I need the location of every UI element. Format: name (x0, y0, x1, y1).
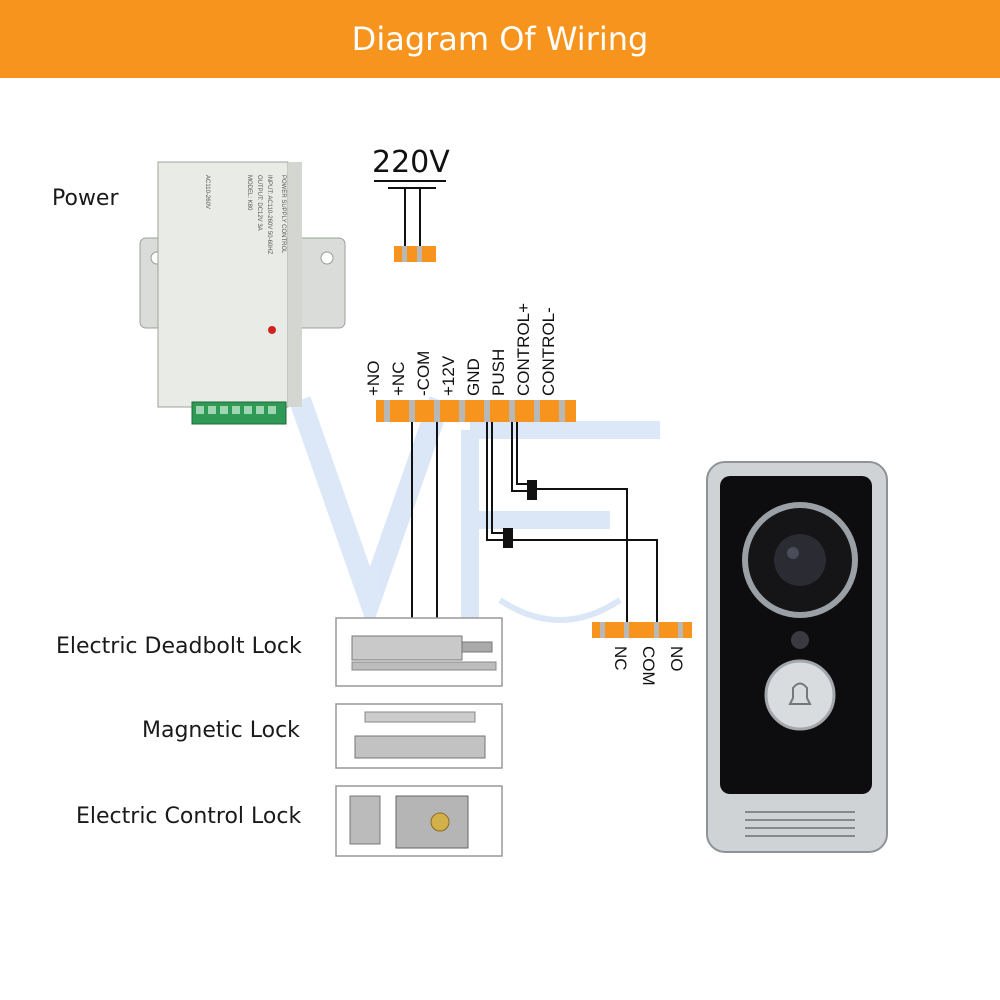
terminal-label-push: PUSH (489, 349, 508, 396)
doorbell-terminal-com: COM (639, 646, 658, 686)
wire-gnd (486, 422, 503, 541)
voltage-label: 220V (372, 145, 450, 180)
bell-icon (788, 682, 812, 705)
wire-gnd-to-doorbell (513, 539, 658, 622)
deadbolt-lock-image (335, 617, 503, 687)
power-label: Power (52, 186, 119, 211)
doorbell-button-icon (764, 659, 836, 731)
magnetic-lock-image (335, 703, 503, 769)
psu-line-input: INPUT: AC110-260V 50-60HZ (266, 175, 272, 255)
psu-title: POWER SUPPLY CONTROL (280, 175, 286, 254)
terminal-label-com: -COM (414, 351, 433, 396)
psu-line-model: MODEL: K80 (246, 175, 252, 211)
terminal-label-control-plus: CONTROL+ (514, 303, 533, 396)
ac-input-220v: 220V (372, 145, 450, 262)
sensor-icon (791, 631, 809, 649)
wires (411, 422, 658, 622)
psu-line-ac: AC110-260V (204, 175, 210, 209)
doorbell-terminal-nc: NC (611, 646, 630, 671)
camera-lens-icon (774, 534, 826, 586)
psu-terminal-strip (376, 400, 576, 422)
terminal-label-12v: +12V (439, 355, 458, 396)
header-bar: Diagram Of Wiring (0, 0, 1000, 78)
psu-line-output: OUTPUT: DC12V 3A (256, 175, 262, 231)
terminal-label-gnd: GND (464, 358, 483, 396)
terminal-label-no: +NO (364, 361, 383, 396)
doorbell-terminal-no: NO (667, 646, 686, 672)
power-supply-device: POWER SUPPLY CONTROL INPUT: AC110-260V 5… (139, 161, 346, 425)
page-title: Diagram Of Wiring (351, 20, 649, 58)
watermark-logo (289, 396, 660, 634)
power-led-icon (268, 326, 276, 334)
terminal-label-control-minus: CONTROL- (539, 307, 558, 396)
terminal-label-nc: +NC (389, 362, 408, 396)
doorbell-terminal-strip (592, 622, 692, 638)
wire-joint-push (527, 480, 537, 500)
wire-push (511, 422, 527, 492)
control-lock-label: Electric Control Lock (76, 804, 302, 829)
deadbolt-lock-label: Electric Deadbolt Lock (56, 634, 302, 659)
magnetic-lock-label: Magnetic Lock (142, 718, 300, 743)
control-lock-image (335, 785, 503, 857)
wiring-diagram: POWER SUPPLY CONTROL INPUT: AC110-260V 5… (139, 145, 888, 857)
doorbell-device (706, 461, 888, 853)
wire-joint-gnd (503, 528, 513, 548)
wire-push-to-doorbell (537, 488, 628, 622)
